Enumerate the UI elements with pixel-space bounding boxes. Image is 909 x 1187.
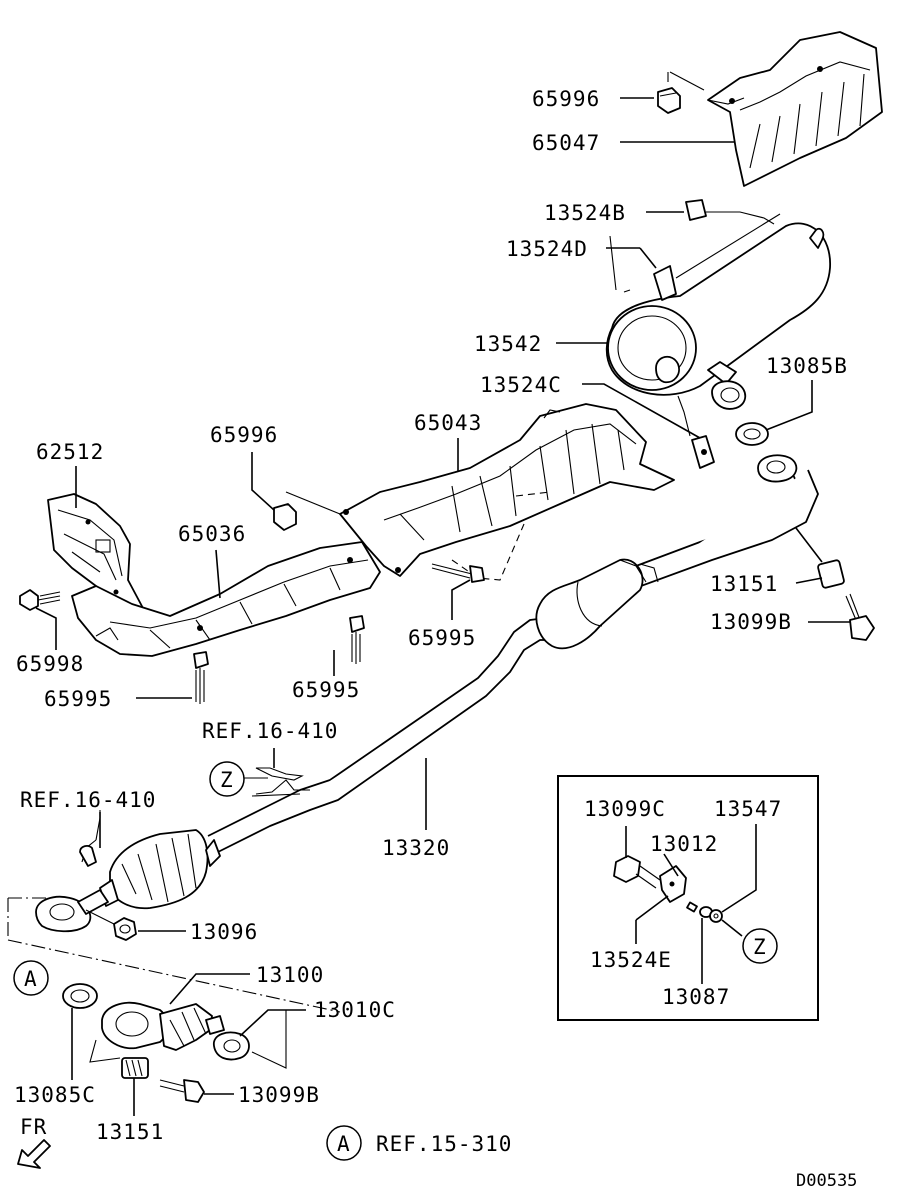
label-13151-right: 13151 [710,572,778,596]
main-muffler-13542 [605,222,831,410]
marker-a-text-top: A [24,967,38,991]
nut-65996-top [657,87,681,114]
gasket-13010C [213,1031,250,1061]
gasket-13085C [62,983,98,1009]
nut-13096 [113,917,137,941]
label-ref-16-410-top: REF.16-410 [202,719,338,743]
bolt-13099B-left [159,1079,205,1103]
label-13320: 13320 [382,836,450,860]
bracket-13524E [659,865,687,903]
label-13096: 13096 [190,920,258,944]
label-13099C: 13099C [584,797,666,821]
label-62512: 62512 [36,440,104,464]
heat-protector-65047 [707,31,883,187]
label-65996-top: 65996 [532,87,600,111]
label-13099B-right: 13099B [710,610,792,634]
exhaust-pipe-13320 [207,454,819,853]
spring-13151-right [817,559,845,589]
label-13087: 13087 [662,985,730,1009]
bolt-65995-mid [349,615,365,664]
spring-13151-left [121,1057,149,1079]
nut-65996-mid [273,503,297,531]
bolt-65995-right [431,563,485,583]
label-13524B: 13524B [544,201,626,225]
gasket-13085B [735,422,769,446]
bolt-13099C [613,855,661,889]
heat-protector-62512 [47,493,145,611]
label-13524E: 13524E [590,948,672,972]
label-13100: 13100 [256,963,324,987]
label-65043: 65043 [414,411,482,435]
label-ref-16-410-left: REF.16-410 [20,788,156,812]
leader-13151-right [795,577,823,584]
front-flange [35,889,109,933]
leader-13524C [582,383,701,439]
label-13542: 13542 [474,332,542,356]
label-13547: 13547 [714,797,782,821]
detail-marker-z-circle [742,928,778,964]
bolt-13099B-right [845,593,875,641]
leader-65996-mid [251,452,275,511]
hanger-13524C [677,395,715,469]
leader-13100 [169,973,250,1005]
pipe-13100 [101,1001,225,1051]
leader-13010C [239,1009,306,1037]
catalytic-converter-front [99,829,221,910]
marker-z-circle [209,761,245,797]
label-65036: 65036 [178,522,246,546]
label-65998: 65998 [16,652,84,676]
label-65995-left: 65995 [44,687,112,711]
nut-13547 [709,909,723,923]
detail-box [557,775,819,1021]
label-13151-left: 13151 [96,1120,164,1144]
leader-13085B [765,380,813,431]
leader-65995-right [451,579,471,620]
marker-a-circle-top [13,960,49,996]
leader-65998 [35,607,57,650]
marker-a-text-bottom: A [337,1132,351,1156]
label-65996-mid: 65996 [210,423,278,447]
label-65995-mid: 65995 [292,678,360,702]
marker-a-circle-bottom [326,1125,362,1161]
label-13099B-left: 13099B [238,1083,320,1107]
label-13524C: 13524C [480,373,562,397]
label-65047: 65047 [532,131,600,155]
marker-z-text: Z [220,768,234,792]
hanger-13524B [685,199,775,225]
label-13085C: 13085C [14,1083,96,1107]
label-13524D: 13524D [506,237,588,261]
label-13012: 13012 [650,832,718,856]
heat-protector-65043 [339,403,675,581]
label-13010C: 13010C [314,998,396,1022]
label-diagram-code: D00535 [796,1171,857,1187]
label-ref-15-310: REF.15-310 [376,1132,512,1156]
bolt-65998 [19,589,61,611]
label-65995-right: 65995 [408,626,476,650]
label-fr: FR [20,1115,47,1139]
label-13085B: 13085B [766,354,848,378]
front-arrow-icon [17,1139,51,1169]
detail-marker-z-text: Z [753,935,767,959]
bolt-65995-left [193,651,209,704]
heat-protector-65036 [71,541,381,657]
leader-65036 [215,549,221,599]
hanger-13524D [653,213,781,301]
